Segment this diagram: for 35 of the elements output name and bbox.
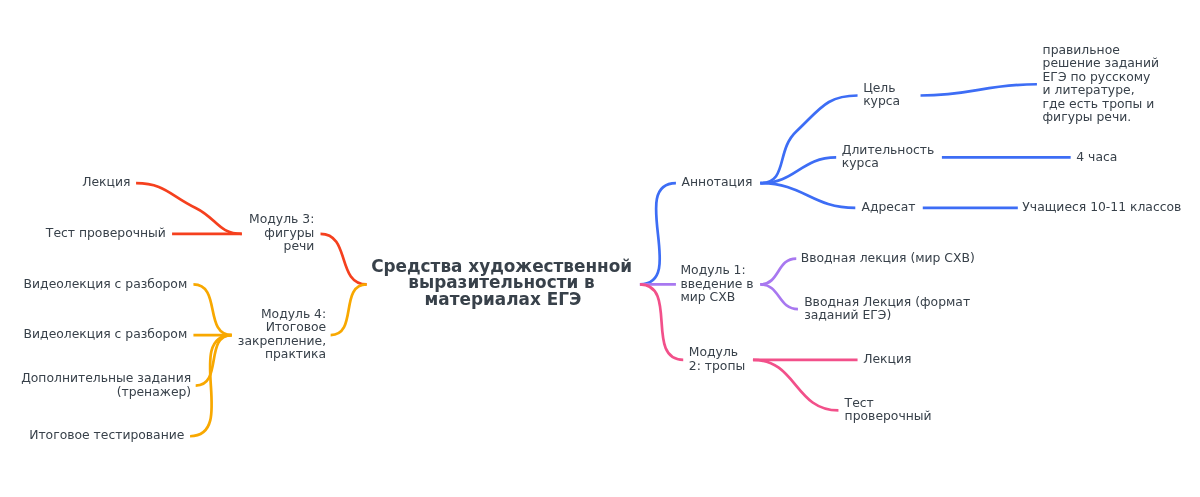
node-text: Аннотация — [681, 174, 753, 189]
node-text: Средства художественной выразительности в материалах ЕГЭ — [371, 254, 633, 309]
connector — [172, 231, 242, 235]
node-text: Лекция — [82, 174, 131, 189]
node-text: Вводная лекция (мир СХВ) — [800, 250, 975, 265]
node-text: Модуль 3: фигуры речи — [249, 211, 315, 253]
node-text: Модуль 2: тропы — [688, 344, 746, 373]
node-text: 4 часа — [1076, 148, 1118, 163]
connector — [752, 357, 839, 412]
connector — [760, 282, 799, 310]
node-text: правильное решение заданий ЕГЭ по русскому и литературе, где есть тропы и фигуры речи. — [1042, 42, 1159, 124]
node-text: Адресат — [861, 199, 916, 214]
connector — [189, 333, 232, 438]
node-text: Видеолекция с разбором — [23, 276, 188, 291]
node-text: Тест проверочный — [844, 395, 932, 423]
node-text: Дополнительные задания (тренажер) — [21, 370, 192, 399]
connector — [922, 206, 1018, 209]
node-text: Модуль 4: Итоговое закрепление, практика — [237, 306, 327, 361]
connector — [193, 282, 232, 336]
connector — [195, 333, 232, 387]
node-text: Модуль 1: введение в мир СХВ — [680, 262, 754, 304]
node-text: Вводная Лекция (формат заданий ЕГЭ) — [804, 294, 971, 322]
node-text: Длительность курса — [841, 142, 935, 170]
node-text: Лекция — [863, 351, 912, 366]
connector — [941, 155, 1071, 159]
connector — [639, 282, 684, 361]
connector — [920, 82, 1037, 97]
connector — [752, 357, 858, 361]
node-text: Видеолекция с разбором — [23, 326, 188, 341]
connector — [136, 181, 242, 235]
node-text: Итоговое тестирование — [29, 427, 185, 442]
node-text: Тест проверочный — [45, 225, 166, 240]
node-text: Цель курса — [863, 80, 901, 108]
node-text: Учащиеся 10-11 классов — [1022, 199, 1182, 214]
connector — [760, 181, 856, 209]
